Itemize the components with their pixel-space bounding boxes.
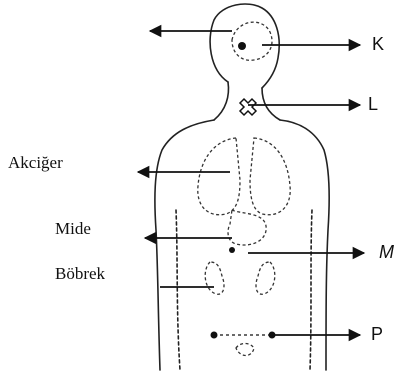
kidney-left — [205, 262, 224, 294]
stomach-outline — [228, 210, 266, 245]
label-kidney: Böbrek — [55, 264, 105, 284]
lung-left — [198, 138, 240, 215]
lung-right — [250, 138, 290, 215]
right-shoulder — [280, 120, 329, 370]
label-lung: Akciğer — [8, 153, 63, 173]
thyroid-gland-marker — [240, 99, 256, 115]
pointer-arrows — [138, 31, 364, 335]
torso-right-side — [310, 210, 312, 370]
label-m: M — [379, 242, 394, 263]
label-l: L — [368, 94, 378, 115]
label-stomach: Mide — [55, 219, 91, 239]
torso-left-side — [176, 210, 180, 370]
neck-left — [214, 82, 228, 120]
label-k: K — [372, 34, 384, 55]
brain-outline — [232, 22, 272, 60]
organs — [198, 22, 290, 355]
pituitary-gland-marker — [238, 42, 246, 50]
neck-right — [262, 88, 280, 120]
kidney-right — [256, 262, 275, 294]
pancreas-marker — [229, 247, 235, 253]
left-shoulder — [155, 120, 214, 370]
label-p: P — [371, 324, 383, 345]
bladder-outline — [236, 344, 254, 356]
gland-markers — [211, 42, 276, 339]
